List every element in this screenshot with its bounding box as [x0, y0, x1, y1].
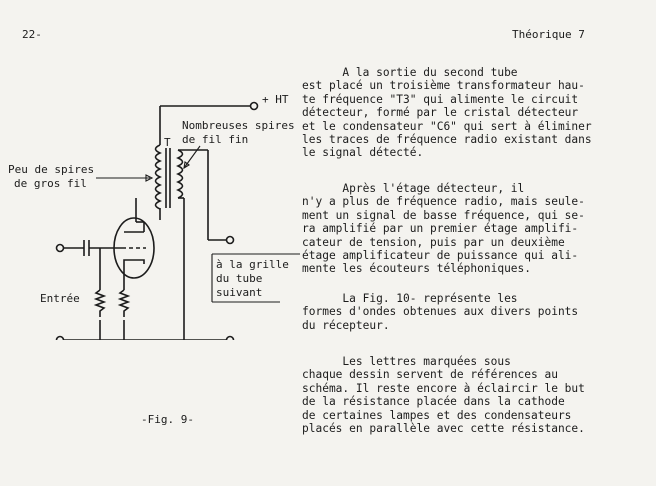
input-circuit: Entrée — [40, 240, 131, 340]
text-line: La Fig. 10- représente les — [302, 292, 518, 305]
output-label-line1: à la grille — [216, 258, 289, 271]
annotations: Nombreuses spires de fil fin Peu de spir… — [8, 119, 295, 190]
ht-supply: + HT — [159, 93, 289, 145]
output-terminal-top — [225, 235, 235, 245]
output-label-line3: suivant — [216, 286, 262, 299]
transformer-t: T — [154, 136, 235, 320]
section-title: Théorique 7 — [512, 28, 585, 41]
paragraph-1: A la sortie du second tube est placé un … — [302, 66, 602, 160]
text-line: mente les écouteurs téléphoniques. — [302, 262, 532, 276]
transformer-label: T — [164, 136, 171, 149]
text-line: formes d'ondes obtenues aux divers point… — [302, 305, 579, 319]
text-line: est placé un troisième transformateur ha… — [302, 79, 585, 93]
input-label: Entrée — [40, 292, 80, 305]
text-line: de la résistance placée dans la cathode — [302, 395, 565, 409]
text-line: le signal détecté. — [302, 146, 424, 160]
circuit-schematic: + HT T Nombreuses spires de fil fin Pe — [8, 93, 300, 340]
input-terminal-top — [55, 243, 65, 253]
tube-cathode — [123, 259, 145, 264]
text-line: les traces de fréquence radio existant d… — [302, 133, 592, 147]
text-line: et le condensateur "C6" qui sert à élimi… — [302, 119, 592, 133]
text-line: n'y a plus de fréquence radio, mais seul… — [302, 195, 585, 209]
secondary-winding — [176, 149, 184, 199]
secondary-label-line2: de fil fin — [182, 133, 248, 146]
ground-line — [55, 320, 235, 340]
output-label-line2: du tube — [216, 272, 262, 285]
text-line: de certaines lampes et des condensateurs — [302, 408, 572, 422]
ht-label: + HT — [262, 93, 289, 106]
text-line: ra amplifié par un premier étage amplifi… — [302, 222, 579, 236]
text-line: A la sortie du second tube — [302, 66, 518, 79]
secondary-label-line1: Nombreuses spires — [182, 119, 295, 132]
text-line: placés en parallèle avec cette résistanc… — [302, 422, 585, 436]
text-line: étage amplificateur de puissance qui ali… — [302, 249, 579, 263]
primary-label-line2: de gros fil — [14, 177, 87, 190]
primary-winding — [154, 144, 162, 210]
text-line: détecteur, formé par le cristal détecteu… — [302, 106, 579, 120]
text-line: schéma. Il reste encore à éclaircir le b… — [302, 381, 585, 395]
paragraph-3: La Fig. 10- représente les formes d'onde… — [302, 292, 602, 332]
text-line: te fréquence "T3" qui alimente le circui… — [302, 92, 579, 106]
paragraph-4: Les lettres marquées sous chaque dessin … — [302, 355, 602, 435]
grid-resistor — [93, 289, 107, 317]
text-line: Après l'étage détecteur, il — [302, 182, 525, 195]
input-terminal-bottom — [55, 335, 65, 340]
figure-caption: -Fig. 9- — [141, 413, 194, 426]
text-line: cateur de tension, puis par un deuxième — [302, 235, 565, 249]
cathode-resistor — [117, 289, 131, 317]
primary-label-line1: Peu de spires — [8, 163, 94, 176]
text-line: du récepteur. — [302, 318, 390, 332]
output-label-box: à la grille du tube suivant — [211, 253, 300, 303]
text-line: chaque dessin servent de références au — [302, 368, 558, 382]
page-number: 22- — [22, 28, 42, 41]
vacuum-tube — [113, 198, 161, 279]
paragraph-2: Après l'étage détecteur, il n'y a plus d… — [302, 182, 602, 276]
output-terminal-bottom — [225, 335, 235, 340]
text-line: ment un signal de basse fréquence, qui s… — [302, 208, 585, 222]
text-line: Les lettres marquées sous — [302, 355, 511, 368]
